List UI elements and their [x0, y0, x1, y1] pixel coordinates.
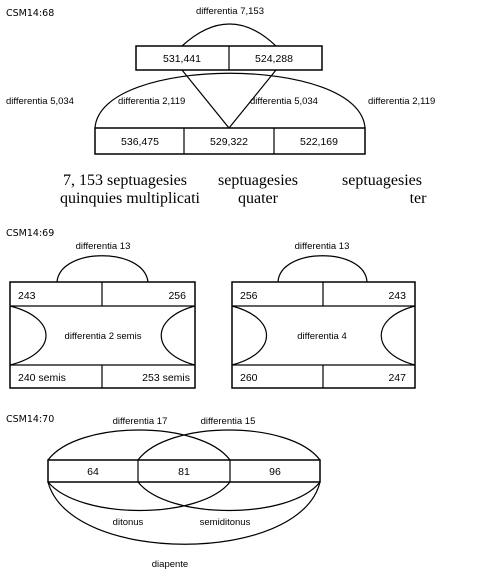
figure-code: CSM14:69 [6, 228, 54, 239]
text-line1-col2: septuagesies [218, 172, 298, 189]
ditonus-label: ditonus [113, 517, 144, 528]
text-line1-col3: septuagesies [342, 172, 422, 189]
right-outer-label: differentia 2,119 [368, 96, 435, 107]
outer-arc [94, 72, 366, 129]
text-line2-col1: quinquies multiplicati [60, 190, 201, 207]
left-bottom-value-1: 240 semis [18, 372, 66, 384]
left-differentia-label: differentia 17 [113, 416, 168, 427]
figure-csm14-69: CSM14:69 differentia 13 243 256 differen… [6, 228, 416, 389]
left-bottom-value-2: 253 semis [142, 372, 190, 384]
left-inner-label: differentia 2,119 [118, 96, 185, 107]
figure-csm14-68: CSM14:68 differentia 7,153 531,441 524,2… [6, 6, 435, 207]
right-bottom-value-2: 247 [388, 372, 406, 384]
left-middle-label: differentia 2 semis [65, 331, 142, 342]
figure-code: CSM14:68 [6, 8, 54, 19]
bottom-value-1: 536,475 [121, 136, 159, 148]
bottom-value-3: 522,169 [300, 136, 338, 148]
left-right-bulge [160, 305, 196, 366]
bottom-value-2: 529,322 [210, 136, 248, 148]
top-arc-label: differentia 7,153 [196, 6, 264, 17]
diapente-arc [47, 481, 321, 545]
figure-csm14-70: CSM14:70 differentia 17 differentia 15 6… [6, 414, 321, 570]
upper-right-arc [137, 429, 321, 461]
top-value-1: 531,441 [163, 53, 201, 65]
upper-left-arc [47, 429, 231, 461]
right-middle-label: differentia 4 [297, 331, 346, 342]
left-top-arc [56, 255, 149, 283]
right-arc-label: differentia 13 [295, 241, 350, 252]
value-64: 64 [87, 466, 99, 478]
left-left-bulge [9, 305, 47, 366]
bottom-row-box [94, 127, 366, 155]
figure-code: CSM14:70 [6, 414, 54, 425]
lower-left-arc [47, 481, 231, 511]
right-right-bulge [380, 305, 416, 366]
right-diagram: differentia 13 256 243 differentia 4 260… [231, 241, 416, 389]
left-diagram: differentia 13 243 256 differentia 2 sem… [9, 241, 196, 389]
values-box [47, 459, 321, 483]
left-top-value-2: 256 [168, 290, 186, 302]
left-outer-label: differentia 5,034 [6, 96, 74, 107]
text-line1-col1: 7, 153 septuagesies [63, 172, 187, 189]
value-96: 96 [269, 466, 281, 478]
left-top-value-1: 243 [18, 290, 36, 302]
diapente-label: diapente [152, 559, 188, 570]
top-value-2: 524,288 [255, 53, 293, 65]
left-arc-label: differentia 13 [76, 241, 131, 252]
right-top-value-1: 256 [240, 290, 258, 302]
right-inner-label: differentia 5,034 [250, 96, 318, 107]
right-left-bulge [231, 305, 268, 366]
text-line2-col3: ter [410, 190, 428, 207]
lower-right-arc [137, 481, 321, 511]
top-arc [181, 23, 277, 47]
right-bottom-value-1: 260 [240, 372, 258, 384]
right-top-value-2: 243 [388, 290, 406, 302]
semiditonus-label: semiditonus [200, 517, 251, 528]
text-line2-col2: quater [238, 190, 279, 207]
value-81: 81 [178, 466, 190, 478]
right-top-arc [277, 255, 368, 283]
right-differentia-label: differentia 15 [201, 416, 256, 427]
